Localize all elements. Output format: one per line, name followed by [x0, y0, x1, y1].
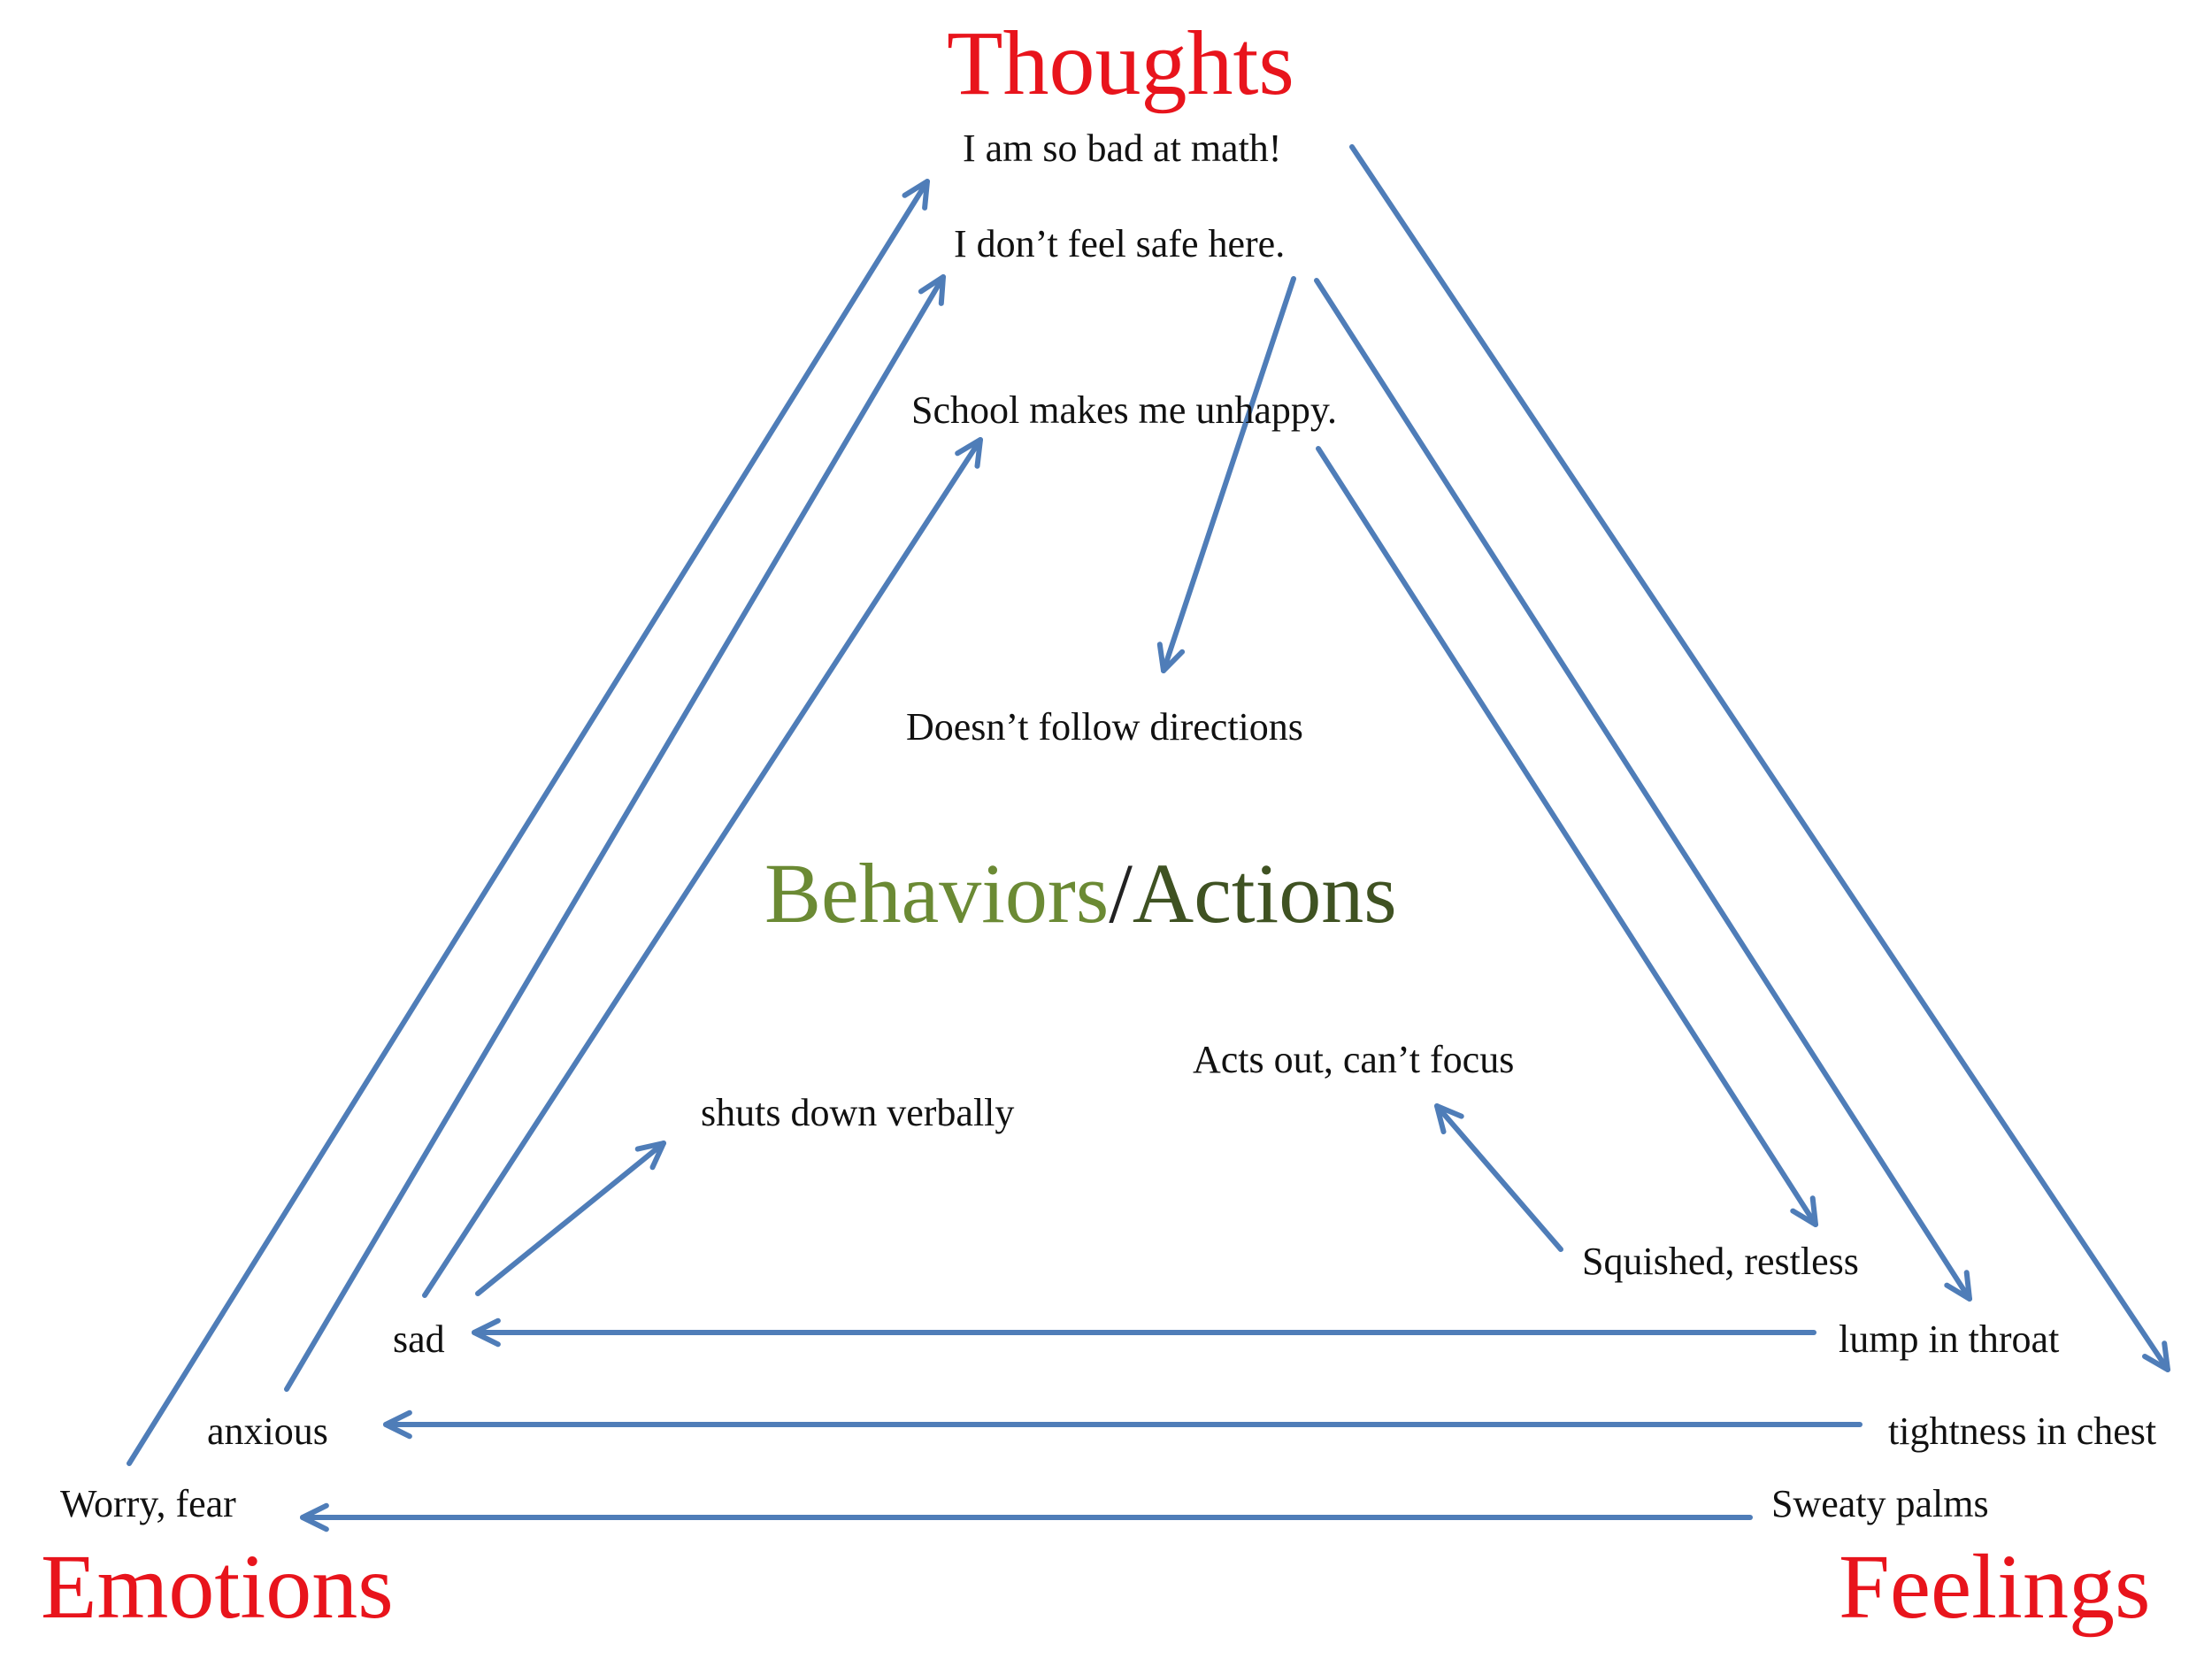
arrow-tightness-to-anxious-head [383, 1409, 412, 1440]
arrow-not-safe-to-lump [1314, 278, 1972, 1302]
arrow-sad-to-shuts-down-head [634, 1141, 666, 1171]
arrow-sad-to-school-unhappy [422, 437, 983, 1298]
arrow-sad-to-shuts-down [475, 1141, 666, 1296]
arrow-not-safe-to-lump-head [1944, 1270, 1972, 1302]
center-title-behaviors: Behaviors [764, 846, 1110, 941]
arrow-lump-to-sad [472, 1317, 1816, 1348]
arrow-worry-to-bad-at-math-head [902, 179, 930, 211]
feeling-squished-restless: Squished, restless [1582, 1240, 1859, 1283]
behavior-shuts-down-verbally: shuts down verbally [701, 1091, 1015, 1134]
feeling-lump-in-throat: lump in throat [1839, 1317, 2060, 1361]
emotion-anxious: anxious [207, 1409, 328, 1453]
arrow-worry-to-bad-at-math [127, 179, 930, 1466]
arrow-school-to-squished [1316, 446, 1818, 1227]
arrow-sweaty-to-worry [300, 1502, 1753, 1532]
arrow-squished-to-acts-out-head [1434, 1103, 1464, 1134]
behavior-doesnt-follow-directions: Doesn’t follow directions [906, 705, 1303, 749]
emotion-worry-fear: Worry, fear [60, 1482, 236, 1525]
arrow-not-safe-to-doesnt-follow-head [1156, 641, 1186, 673]
heading-thoughts: Thoughts [947, 12, 1294, 114]
emotion-sad: sad [393, 1317, 445, 1361]
behavior-acts-out: Acts out, can’t focus [1193, 1038, 1515, 1081]
arrow-school-to-squished-head [1790, 1195, 1818, 1227]
heading-feelings: Feelings [1839, 1536, 2151, 1638]
thought-bad-at-math: I am so bad at math! [963, 127, 1282, 170]
center-title-slash: / [1109, 846, 1133, 941]
arrow-tightness-to-anxious [383, 1409, 1863, 1440]
arrow-sweaty-to-worry-head [300, 1502, 329, 1532]
arrow-sad-to-school-unhappy-head [955, 437, 983, 469]
arrow-squished-to-acts-out [1434, 1103, 1563, 1252]
arrow-not-safe-to-doesnt-follow [1156, 276, 1296, 673]
center-title-actions: Actions [1132, 846, 1397, 941]
heading-emotions: Emotions [41, 1536, 394, 1638]
center-title: Behaviors/Actions [764, 851, 1397, 936]
thought-school-unhappy: School makes me unhappy. [911, 388, 1338, 432]
arrow-anxious-to-not-safe-head [918, 274, 946, 306]
arrow-lump-to-sad-head [472, 1317, 501, 1348]
arrow-bad-at-math-to-sweaty-head [2142, 1340, 2170, 1372]
arrow-anxious-to-not-safe [284, 274, 946, 1392]
feeling-tightness-in-chest: tightness in chest [1888, 1409, 2157, 1453]
arrow-bad-at-math-to-sweaty [1349, 144, 2170, 1372]
feeling-sweaty-palms: Sweaty palms [1771, 1482, 1989, 1525]
thought-not-safe: I don’t feel safe here. [954, 222, 1286, 265]
